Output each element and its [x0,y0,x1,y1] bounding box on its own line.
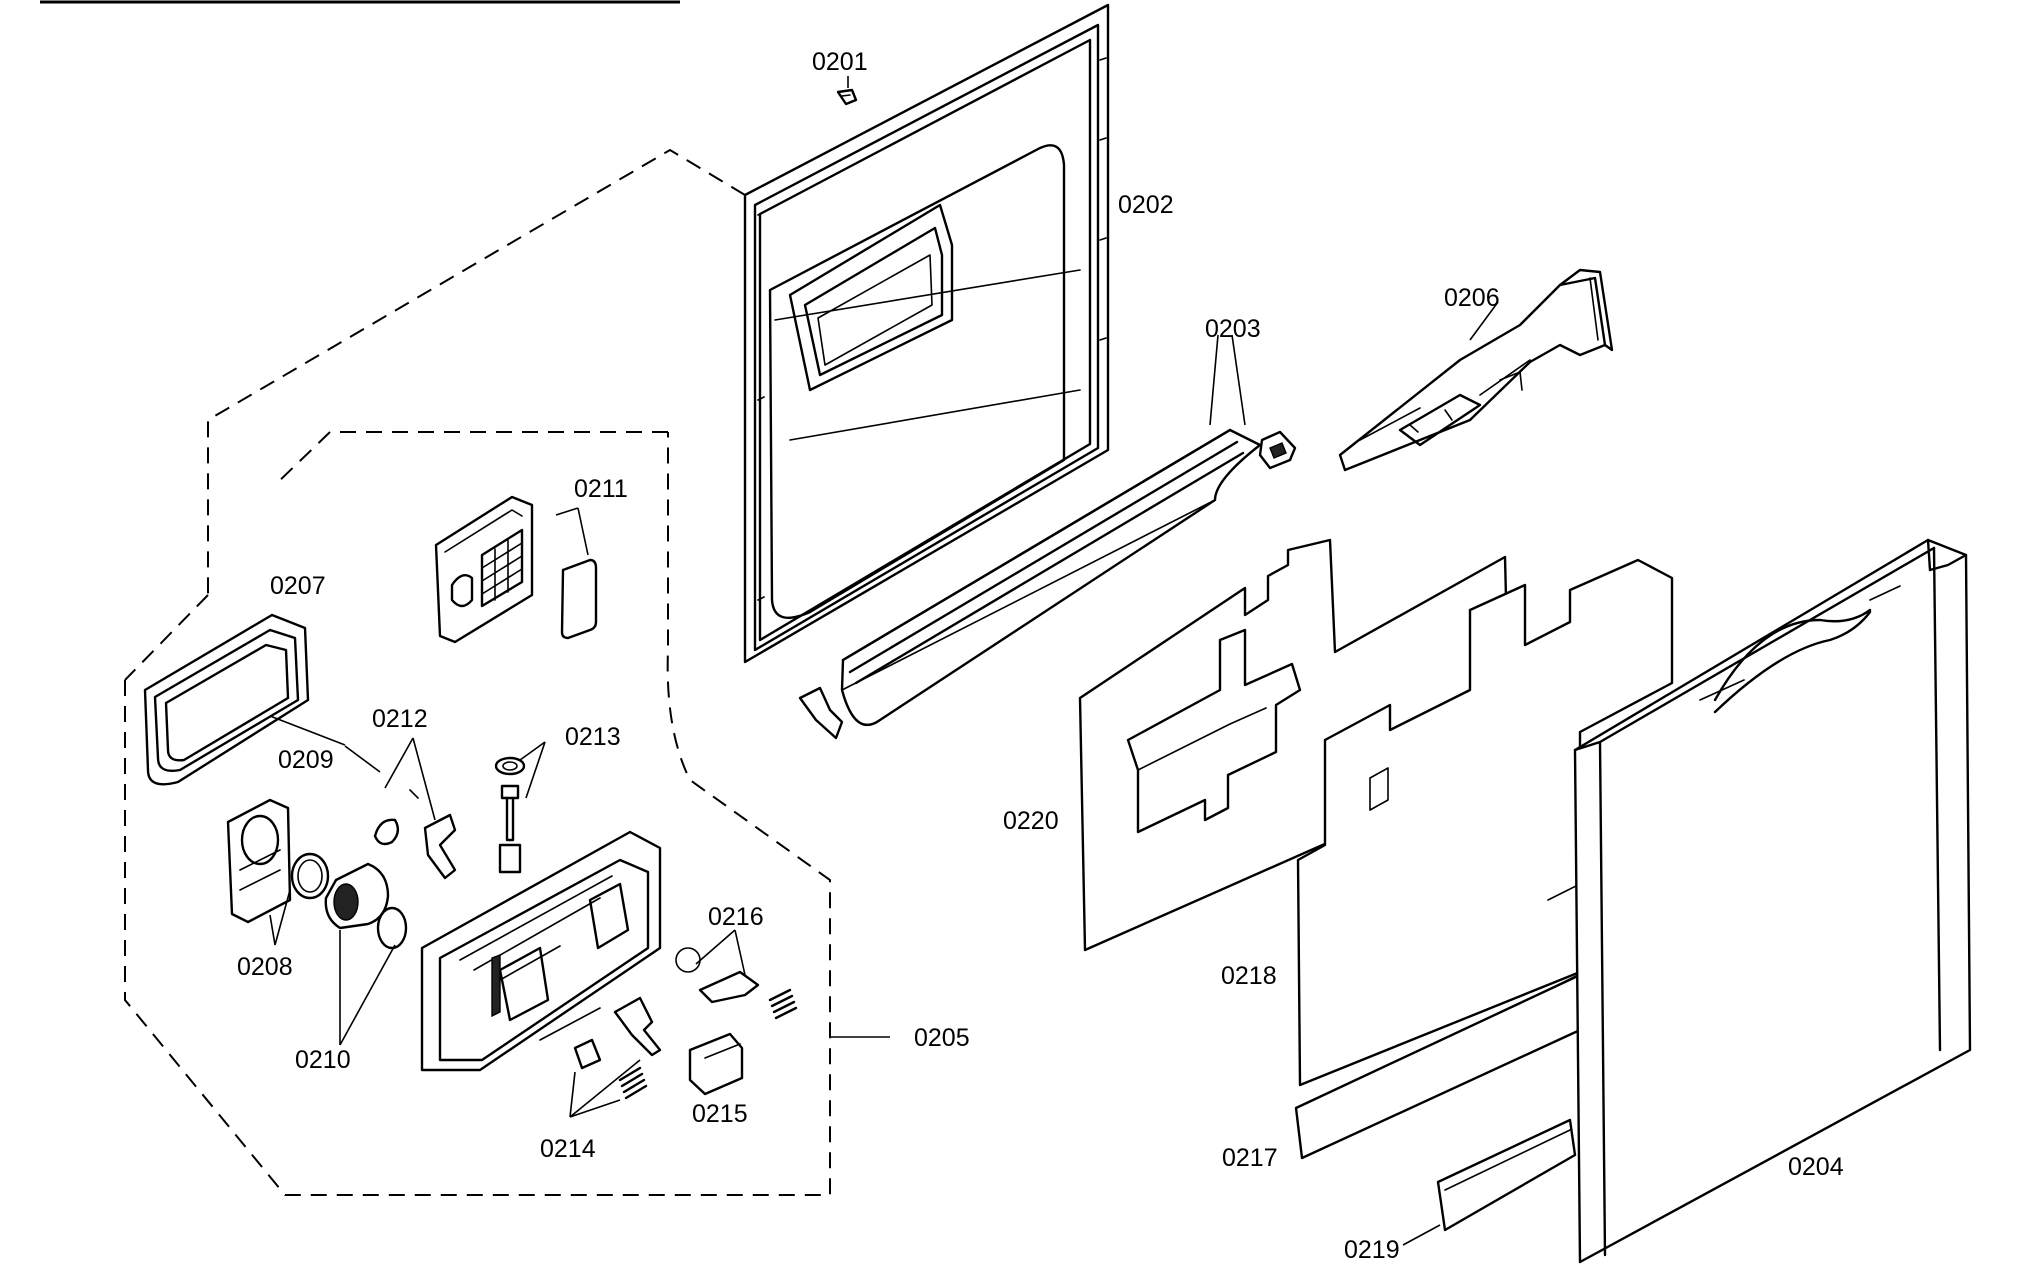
label-0209: 0209 [278,746,334,774]
part-0205-dispenser-body [420,830,662,1072]
label-0212: 0212 [372,705,428,733]
label-0211: 0211 [574,475,628,503]
leader-lines [269,76,1499,1246]
part-0206-latch-assembly [1338,268,1614,472]
part-0209-ring [290,852,330,900]
part-0208-dispenser-front [226,798,292,924]
label-0214: 0214 [540,1135,596,1163]
label-0210: 0210 [295,1046,351,1074]
part-0210-sleeve [324,862,408,950]
part-labels: 0201 0202 0203 0206 0211 0207 0212 0213 … [237,48,1844,1264]
label-0218: 0218 [1221,962,1277,990]
label-0202: 0202 [1118,191,1174,219]
part-0219-kick-plate [1436,1118,1577,1232]
part-0216-catch [675,947,798,1020]
part-0212-spring-lever [373,789,457,880]
part-0204-outer-door [1573,538,1972,1264]
label-0219: 0219 [1344,1236,1400,1264]
label-0206: 0206 [1444,284,1500,312]
label-0213: 0213 [565,723,621,751]
label-0220: 0220 [1003,807,1059,835]
part-0203-trim-strip [798,428,1297,740]
label-0217: 0217 [1222,1144,1278,1172]
part-0213-plunger [494,756,526,874]
part-0201-screw [836,88,858,106]
label-0201: 0201 [812,48,868,76]
label-0216: 0216 [708,903,764,931]
label-0215: 0215 [692,1100,748,1128]
part-0202-inner-door [743,3,1110,664]
part-0214-slide-spring [573,996,662,1100]
dashed-group-outlines [124,148,831,1196]
part-0211-dispenser-cover [434,495,598,644]
part-0215-switch [688,1032,744,1096]
label-0203: 0203 [1205,315,1261,343]
part-0207-frame-gasket [143,613,310,786]
label-0204: 0204 [1788,1153,1844,1181]
label-0207: 0207 [270,572,326,600]
label-0205: 0205 [914,1024,970,1052]
label-0208: 0208 [237,953,293,981]
